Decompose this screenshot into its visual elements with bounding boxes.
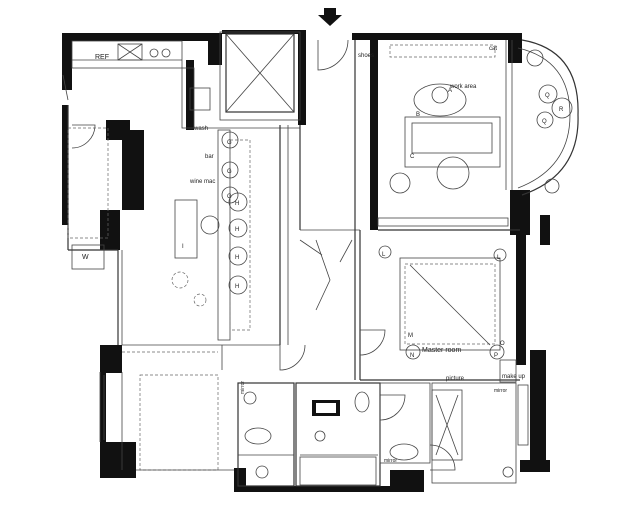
marker-m: M [408,333,413,339]
label-w: W [82,254,89,261]
furniture [67,43,573,479]
marker-g1: G [227,140,232,146]
marker-h3: H [235,255,239,261]
label-i: I [182,244,184,250]
marker-r: R [559,107,564,113]
label-bar: bar [205,154,214,160]
label-wash: wash [193,126,208,132]
label-work-area: work area [449,84,477,90]
marker-l1: L [382,252,386,258]
marker-a: A [448,88,452,94]
entrance-arrow-icon [318,8,342,26]
marker-n: N [410,353,414,359]
marker-h4: H [235,284,239,290]
marker-p: P [494,353,498,359]
label-mirror-3: mirror [494,388,507,394]
marker-g3: G [227,194,232,200]
label-master-room: Master room [422,347,461,354]
label-mirror-2: mirror [384,458,397,464]
marker-c: C [410,154,415,160]
marker-q2: Q [542,119,547,125]
label-shoes: shoes [358,53,374,59]
label-make-up: make up [502,374,526,380]
label-wine-mac: wine mac [189,179,215,185]
label-mirror-1: mirror [240,381,246,394]
label-cat: cat [489,46,497,52]
marker-h2: H [235,227,239,233]
marker-q1: Q [545,93,550,99]
marker-g2: G [227,169,232,175]
label-ref: REF [95,54,109,61]
interior-lines [62,39,579,487]
elevator [219,31,301,121]
marker-b: B [416,112,420,118]
doors [71,39,456,471]
marker-h1: H [235,201,239,207]
marker-l2: L [497,255,501,261]
outer-walls [62,30,550,492]
label-picture: picture [446,376,465,382]
marker-o: O [500,341,505,347]
